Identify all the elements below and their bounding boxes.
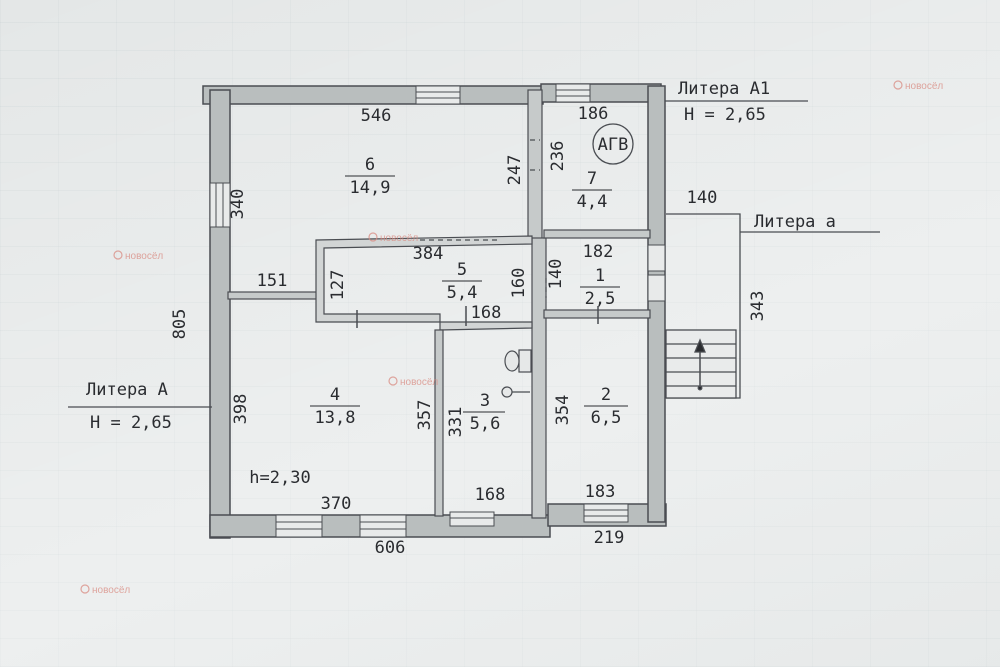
room-4: 4 13,8 <box>310 385 360 428</box>
dim-168-bottom: 168 <box>475 485 506 505</box>
dim-340: 340 <box>228 189 248 220</box>
room-1: 1 2,5 <box>580 266 620 309</box>
room-area: 14,9 <box>350 178 391 198</box>
room-number: 5 <box>457 260 467 280</box>
watermark: новосёл <box>368 232 418 244</box>
room-number: 2 <box>601 385 611 405</box>
ceiling-note: h=2,30 <box>249 468 310 488</box>
dim-186: 186 <box>578 104 609 124</box>
room-area: 5,4 <box>447 283 478 303</box>
dim-236: 236 <box>548 141 568 172</box>
dim-546: 546 <box>361 106 392 126</box>
dim-398: 398 <box>231 394 251 425</box>
room-number: 3 <box>480 391 490 411</box>
room-5: 5 5,4 <box>442 260 482 303</box>
dim-370: 370 <box>321 494 352 514</box>
room-area: 6,5 <box>591 408 622 428</box>
room-area: 5,6 <box>470 414 501 434</box>
partition-room-5 <box>315 235 533 517</box>
room-2: 2 6,5 <box>584 385 628 428</box>
interior-walls <box>227 89 651 519</box>
porch-litera-a <box>665 213 741 399</box>
height-a1-label: H = 2,65 <box>684 105 766 125</box>
dim-354: 354 <box>553 395 573 426</box>
watermark: новосёл <box>388 376 438 388</box>
agv-symbol: АГВ <box>592 123 634 165</box>
litera-a-label: Литера А <box>86 380 168 400</box>
dim-357: 357 <box>415 400 435 431</box>
dim-343: 343 <box>748 291 768 322</box>
room-number: 1 <box>595 266 605 286</box>
bathroom-fixtures <box>501 349 532 398</box>
room-area: 2,5 <box>585 289 616 309</box>
dim-183: 183 <box>585 482 616 502</box>
dimension-labels: 546 186 140 384 182 151 168 370 168 183 … <box>170 104 768 558</box>
dim-127: 127 <box>328 270 348 301</box>
agv-label: АГВ <box>598 135 629 155</box>
windows <box>209 83 666 538</box>
room-number: 6 <box>365 155 375 175</box>
svg-text:новосёл: новосёл <box>92 585 130 596</box>
dim-140-top: 140 <box>687 188 718 208</box>
dim-331: 331 <box>446 407 466 438</box>
leader-lines <box>68 100 880 408</box>
litera-labels: Литера А1 H = 2,65 Литера а Литера А H =… <box>86 79 836 433</box>
room-number: 7 <box>587 169 597 189</box>
dim-805: 805 <box>170 309 190 340</box>
dim-606: 606 <box>375 538 406 558</box>
dim-182: 182 <box>583 242 614 262</box>
svg-text:новосёл: новосёл <box>380 233 418 244</box>
dim-384: 384 <box>413 244 444 264</box>
litera-a-small-label: Литера а <box>754 212 836 232</box>
dim-247: 247 <box>505 155 525 186</box>
door-marks <box>420 139 547 298</box>
dim-151: 151 <box>257 271 288 291</box>
room-area: 13,8 <box>315 408 356 428</box>
svg-text:новосёл: новосёл <box>905 81 943 92</box>
watermark: новосёл <box>113 250 163 262</box>
dim-219: 219 <box>594 528 625 548</box>
litera-a1-label: Литера А1 <box>678 79 770 99</box>
watermarks: новосёл новосёл новосёл новосёл новосёл <box>80 80 943 596</box>
room-7: 7 4,4 <box>572 169 612 212</box>
watermark: новосёл <box>893 80 943 92</box>
room-number: 4 <box>330 385 340 405</box>
watermark: новосёл <box>80 584 130 596</box>
room-labels: 6 14,9 7 4,4 5 5,4 1 2,5 4 13,8 3 5,6 <box>310 155 628 434</box>
dim-140: 140 <box>546 259 566 290</box>
dim-168-mid: 168 <box>471 303 502 323</box>
room-3: 3 5,6 <box>463 391 505 434</box>
svg-text:новосёл: новосёл <box>400 377 438 388</box>
room-6: 6 14,9 <box>345 155 395 198</box>
dim-160: 160 <box>509 268 529 299</box>
door-ticks <box>356 306 599 328</box>
height-a-label: H = 2,65 <box>90 413 172 433</box>
room-area: 4,4 <box>577 192 608 212</box>
svg-text:новосёл: новосёл <box>125 251 163 262</box>
